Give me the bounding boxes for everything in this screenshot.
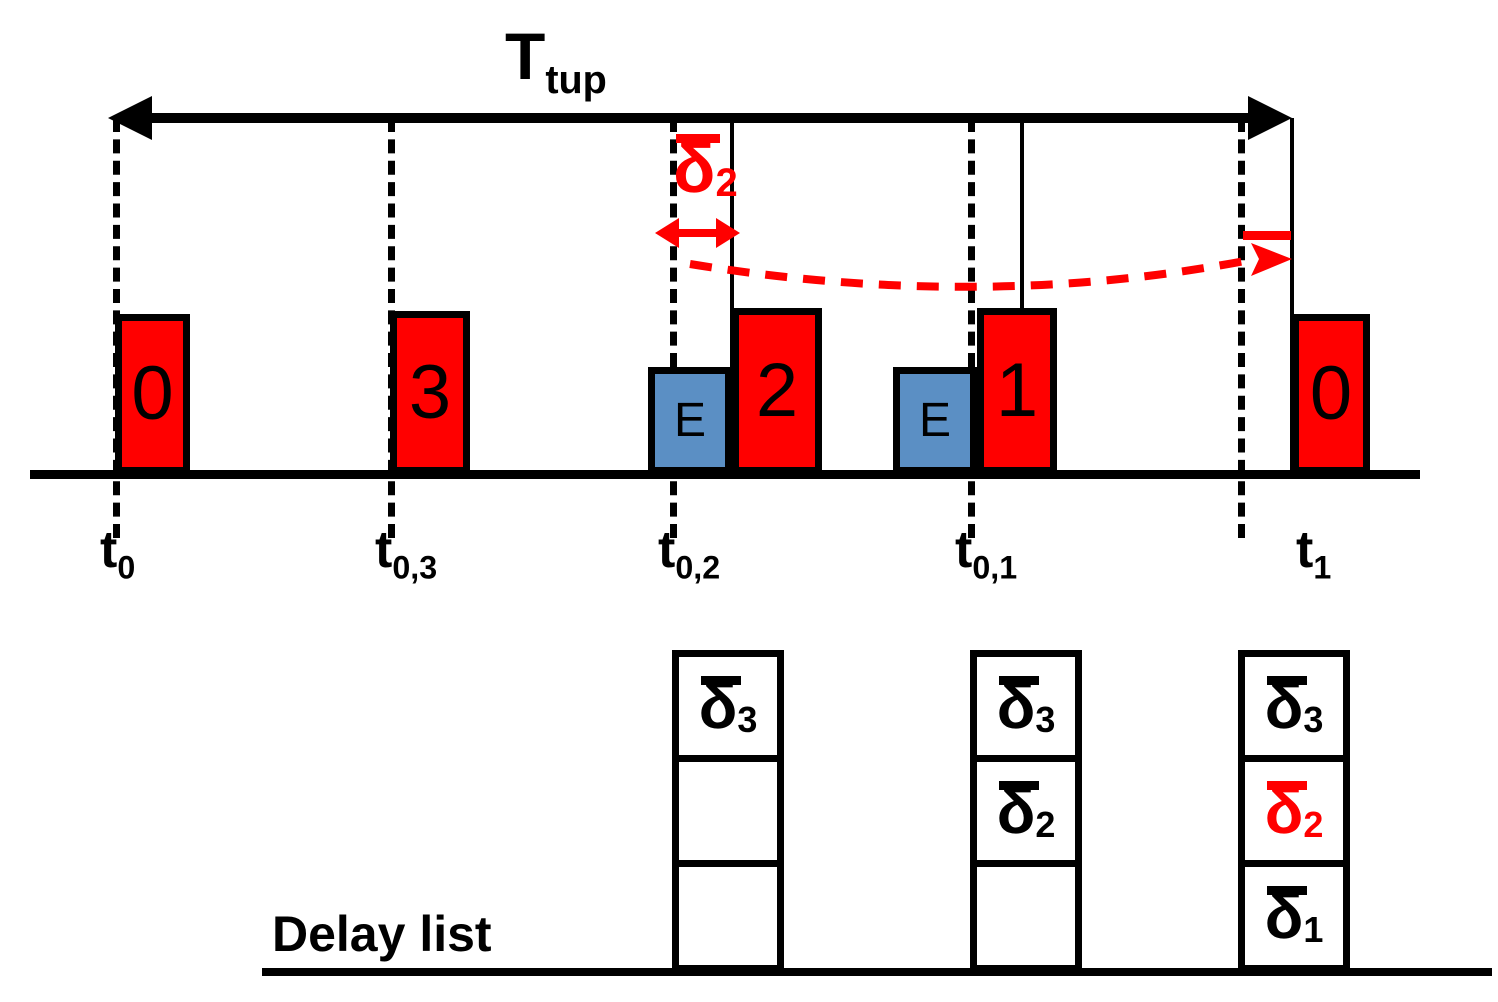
delta-overline <box>1266 885 1307 895</box>
delta-symbol-sub: 3 <box>737 699 758 741</box>
packet-bar-1[interactable]: 1 <box>977 308 1057 474</box>
delay-list-title: Delay list <box>272 906 492 962</box>
tick-line-t1 <box>1238 118 1245 538</box>
packet-bar-3[interactable]: 3 <box>390 311 470 474</box>
tick-sub: 0 <box>117 549 136 586</box>
packet-label: 1 <box>995 348 1039 433</box>
tick-label-t02: t0,2 <box>658 520 720 586</box>
packet-label: 2 <box>755 348 799 433</box>
tick-sub: 1 <box>1313 549 1332 586</box>
delta-overline <box>998 780 1039 790</box>
delay-list-baseline <box>262 968 1492 976</box>
tick-base: t <box>1296 521 1314 579</box>
delta-2-annotation: δ2 <box>673 128 738 208</box>
delay-symbol: δ3 <box>699 674 758 738</box>
tick-line-t01 <box>968 118 975 538</box>
tick-base: t <box>955 521 973 579</box>
boundary-line-1 <box>730 118 734 476</box>
tick-sub: 0,2 <box>675 549 721 586</box>
delta-symbol-sub: 2 <box>1303 804 1324 846</box>
tick-sub: 0,3 <box>392 549 438 586</box>
delay-symbol: δ2 <box>1265 779 1324 843</box>
delay-list-cell-empty[interactable] <box>679 762 777 867</box>
delta-overline <box>676 134 720 143</box>
delay-list-column-t1[interactable]: δ3 δ2 δ1 <box>1238 650 1350 972</box>
delta-measure-line <box>676 229 724 237</box>
packet-bar-2[interactable]: 2 <box>732 308 822 474</box>
packet-label: 0 <box>131 351 174 436</box>
delay-list-column-t02[interactable]: δ3 <box>672 650 784 972</box>
delta-symbol-sub: 3 <box>1303 699 1324 741</box>
delay-list-cell[interactable]: δ2 <box>977 762 1075 867</box>
delay-list-cell[interactable]: δ1 <box>1245 867 1343 965</box>
timeline-span-rule <box>130 113 1280 123</box>
delay-list-cell-empty[interactable] <box>679 867 777 965</box>
delay-symbol: δ3 <box>997 674 1056 738</box>
tick-base: t <box>375 521 393 579</box>
t-tup-label: Ttup <box>505 18 607 103</box>
packet-label: 0 <box>1309 351 1353 436</box>
tick-label-t1: t1 <box>1296 520 1331 586</box>
empty-slot-bar-e2[interactable]: E <box>648 367 732 474</box>
t-tup-base: T <box>505 19 546 93</box>
delta-overline <box>998 675 1039 685</box>
delay-list-cell[interactable]: δ3 <box>1245 657 1343 762</box>
delay-list-column-t01[interactable]: δ3 δ2 <box>970 650 1082 972</box>
delta-symbol-sub: 1 <box>1303 909 1324 951</box>
target-slot-mark <box>1243 231 1291 240</box>
delta-measure-arrow-right <box>716 218 740 248</box>
tick-label-t0: t0 <box>100 520 135 586</box>
t-tup-sub: tup <box>545 58 607 103</box>
delta-symbol-sub: 3 <box>1035 699 1056 741</box>
delta-overline <box>700 675 741 685</box>
boundary-line-3 <box>1290 118 1294 476</box>
delay-symbol: δ2 <box>997 779 1056 843</box>
delta-overline <box>1266 780 1307 790</box>
tick-base: t <box>658 521 676 579</box>
tick-sub: 0,1 <box>972 549 1018 586</box>
shift-curve-arrowhead <box>1251 243 1292 276</box>
span-arrow-right <box>1248 96 1292 140</box>
delay-list-cell[interactable]: δ3 <box>679 657 777 762</box>
delay-symbol: δ3 <box>1265 674 1324 738</box>
delay-symbol: δ1 <box>1265 884 1324 948</box>
time-axis <box>30 470 1420 479</box>
empty-slot-label: E <box>918 393 951 447</box>
empty-slot-bar-e1[interactable]: E <box>893 367 977 474</box>
tick-line-t02 <box>670 118 677 538</box>
tick-label-t01: t0,1 <box>955 520 1017 586</box>
packet-bar-0b[interactable]: 0 <box>1292 314 1370 474</box>
boundary-line-2 <box>1020 118 1024 476</box>
delta-symbol-sub: 2 <box>1035 804 1056 846</box>
delay-list-cell-empty[interactable] <box>977 867 1075 965</box>
packet-label: 3 <box>408 349 452 435</box>
tick-base: t <box>100 521 118 579</box>
packet-bar-0a[interactable]: 0 <box>115 314 190 474</box>
empty-slot-label: E <box>673 393 706 447</box>
tick-label-t03: t0,3 <box>375 520 437 586</box>
delay-list-cell-highlighted[interactable]: δ2 <box>1245 762 1343 867</box>
delta-measure-arrow-left <box>655 218 679 248</box>
delay-list-cell[interactable]: δ3 <box>977 657 1075 762</box>
delta-subscript: 2 <box>715 161 738 206</box>
delta-overline <box>1266 675 1307 685</box>
